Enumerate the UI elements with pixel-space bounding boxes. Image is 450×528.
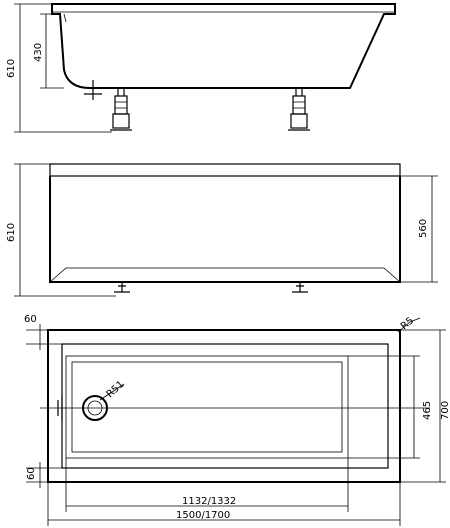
side-view-tub-outline [52, 4, 395, 88]
side-view-height-label: 610 [6, 59, 17, 78]
top-view-dim-60-top [26, 324, 62, 350]
top-view-rim-bottom-label: 60 [26, 467, 37, 480]
front-view-height-label: 610 [6, 223, 17, 242]
top-view-inner-rim [62, 344, 388, 468]
front-view-panel-label: 560 [418, 219, 429, 238]
front-view: 610 560 [6, 164, 438, 296]
front-view-base [50, 268, 400, 282]
top-view-basin-inner [72, 362, 342, 452]
top-view-rim-top-label: 60 [24, 314, 37, 325]
top-view: R51 R5 60 60 465 700 1132/1332 1500/1700 [24, 314, 450, 526]
top-view-inner-length-label: 1132/1332 [182, 496, 236, 507]
top-view-inner-width-label: 465 [422, 401, 433, 420]
top-view-outer-rim [48, 330, 400, 482]
front-view-foot-left [114, 282, 130, 292]
top-view-basin-outer [66, 356, 348, 458]
side-view-depth-label: 430 [33, 43, 44, 62]
front-view-foot-right [292, 282, 308, 292]
top-view-drain-radius-label: R51 [105, 379, 127, 400]
front-view-panel [50, 176, 400, 282]
front-view-dim-610 [14, 164, 116, 296]
side-view-leg-right [288, 88, 310, 130]
top-view-dim-465 [348, 356, 420, 458]
side-view-drain [84, 80, 102, 100]
side-view: 610 430 [6, 4, 395, 132]
side-view-inner-line [64, 14, 66, 22]
front-view-rim [50, 164, 400, 176]
top-view-outer-width-label: 700 [440, 401, 450, 420]
top-view-outer-length-label: 1500/1700 [176, 510, 230, 521]
side-view-leg-left [110, 88, 132, 130]
